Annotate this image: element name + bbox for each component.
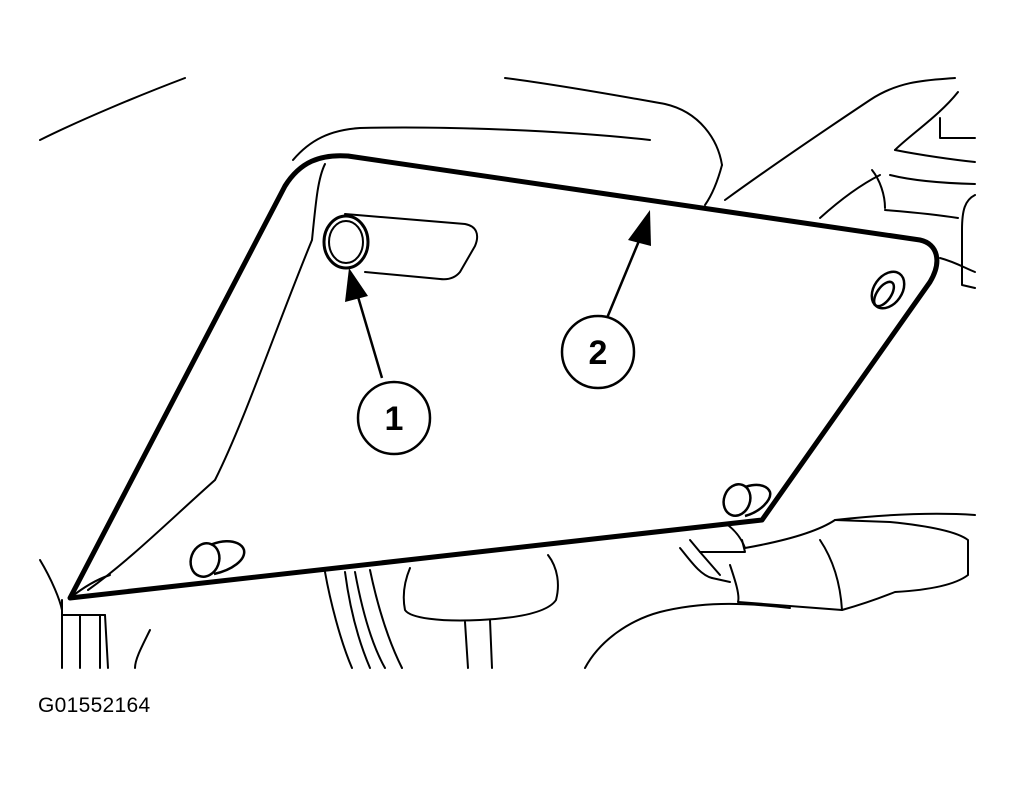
panel-inner-edges xyxy=(69,163,326,599)
background-structure xyxy=(39,77,976,669)
callout-2-label: 2 xyxy=(589,334,608,372)
callout-1-label: 1 xyxy=(385,400,404,438)
clip-lower-left xyxy=(189,540,246,578)
panel-cover xyxy=(67,153,940,601)
callout-2: 2 xyxy=(560,210,651,390)
clip-upper-right xyxy=(870,270,906,310)
figure-id: G01552164 xyxy=(38,694,151,717)
callout-1: 1 xyxy=(345,268,432,456)
fastener-slot xyxy=(344,213,479,281)
fastener-hole xyxy=(322,214,370,270)
clip-lower-right xyxy=(722,483,772,518)
